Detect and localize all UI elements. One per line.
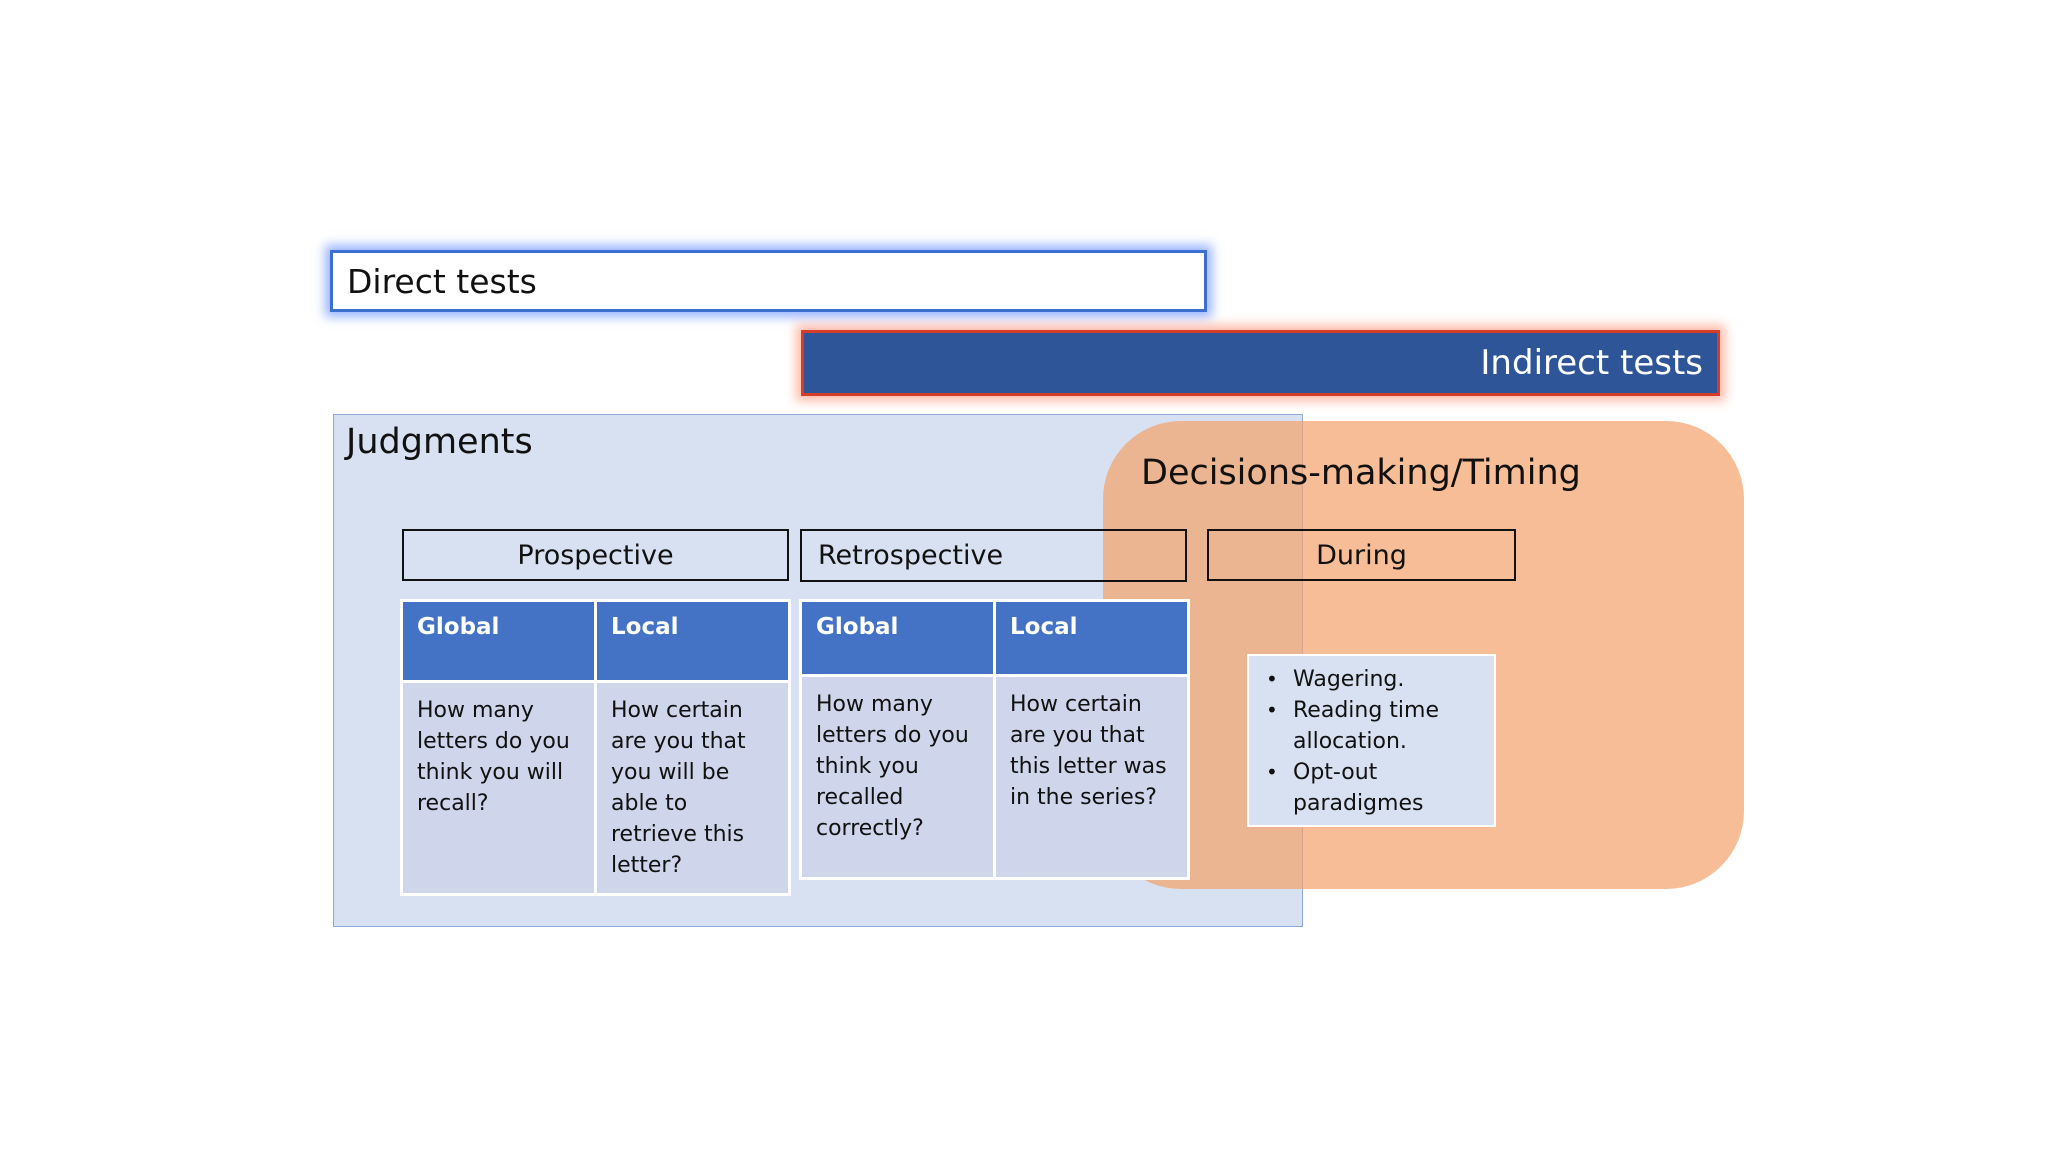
- direct-tests-bar: Direct tests: [330, 250, 1207, 312]
- prospective-local-cell: How certain are you that you will be abl…: [597, 683, 788, 893]
- prospective-global-header: Global: [403, 602, 594, 680]
- during-list: Wagering. Reading time allocation. Opt-o…: [1261, 664, 1486, 819]
- indirect-tests-label: Indirect tests: [1480, 343, 1703, 383]
- during-header-box: During: [1207, 529, 1516, 581]
- judgments-title: Judgments: [346, 422, 533, 462]
- retrospective-local-cell: How certain are you that this letter was…: [996, 677, 1187, 877]
- prospective-header-box: Prospective: [402, 529, 789, 581]
- prospective-label: Prospective: [517, 539, 674, 571]
- list-item: Reading time allocation.: [1266, 695, 1486, 757]
- retrospective-label: Retrospective: [818, 540, 1004, 571]
- indirect-tests-bar: Indirect tests: [801, 330, 1720, 396]
- table-header-row: Global Local: [403, 602, 788, 680]
- table-row: How many letters do you think you recall…: [802, 677, 1187, 877]
- during-label: During: [1316, 539, 1407, 571]
- retrospective-table: Global Local How many letters do you thi…: [799, 599, 1190, 880]
- decision-making-title: Decisions-making/Timing: [1141, 453, 1581, 493]
- direct-tests-label: Direct tests: [347, 261, 537, 301]
- prospective-global-cell: How many letters do you think you will r…: [403, 683, 594, 893]
- prospective-table: Global Local How many letters do you thi…: [400, 599, 791, 896]
- retrospective-header-box: Retrospective: [800, 529, 1187, 582]
- table-header-row: Global Local: [802, 602, 1187, 674]
- retrospective-global-header: Global: [802, 602, 993, 674]
- table-row: How many letters do you think you will r…: [403, 683, 788, 893]
- during-list-box: Wagering. Reading time allocation. Opt-o…: [1247, 654, 1496, 827]
- prospective-local-header: Local: [597, 602, 788, 680]
- retrospective-global-cell: How many letters do you think you recall…: [802, 677, 993, 877]
- list-item: Wagering.: [1266, 664, 1486, 695]
- list-item: Opt-out paradigmes: [1266, 757, 1486, 819]
- retrospective-local-header: Local: [996, 602, 1187, 674]
